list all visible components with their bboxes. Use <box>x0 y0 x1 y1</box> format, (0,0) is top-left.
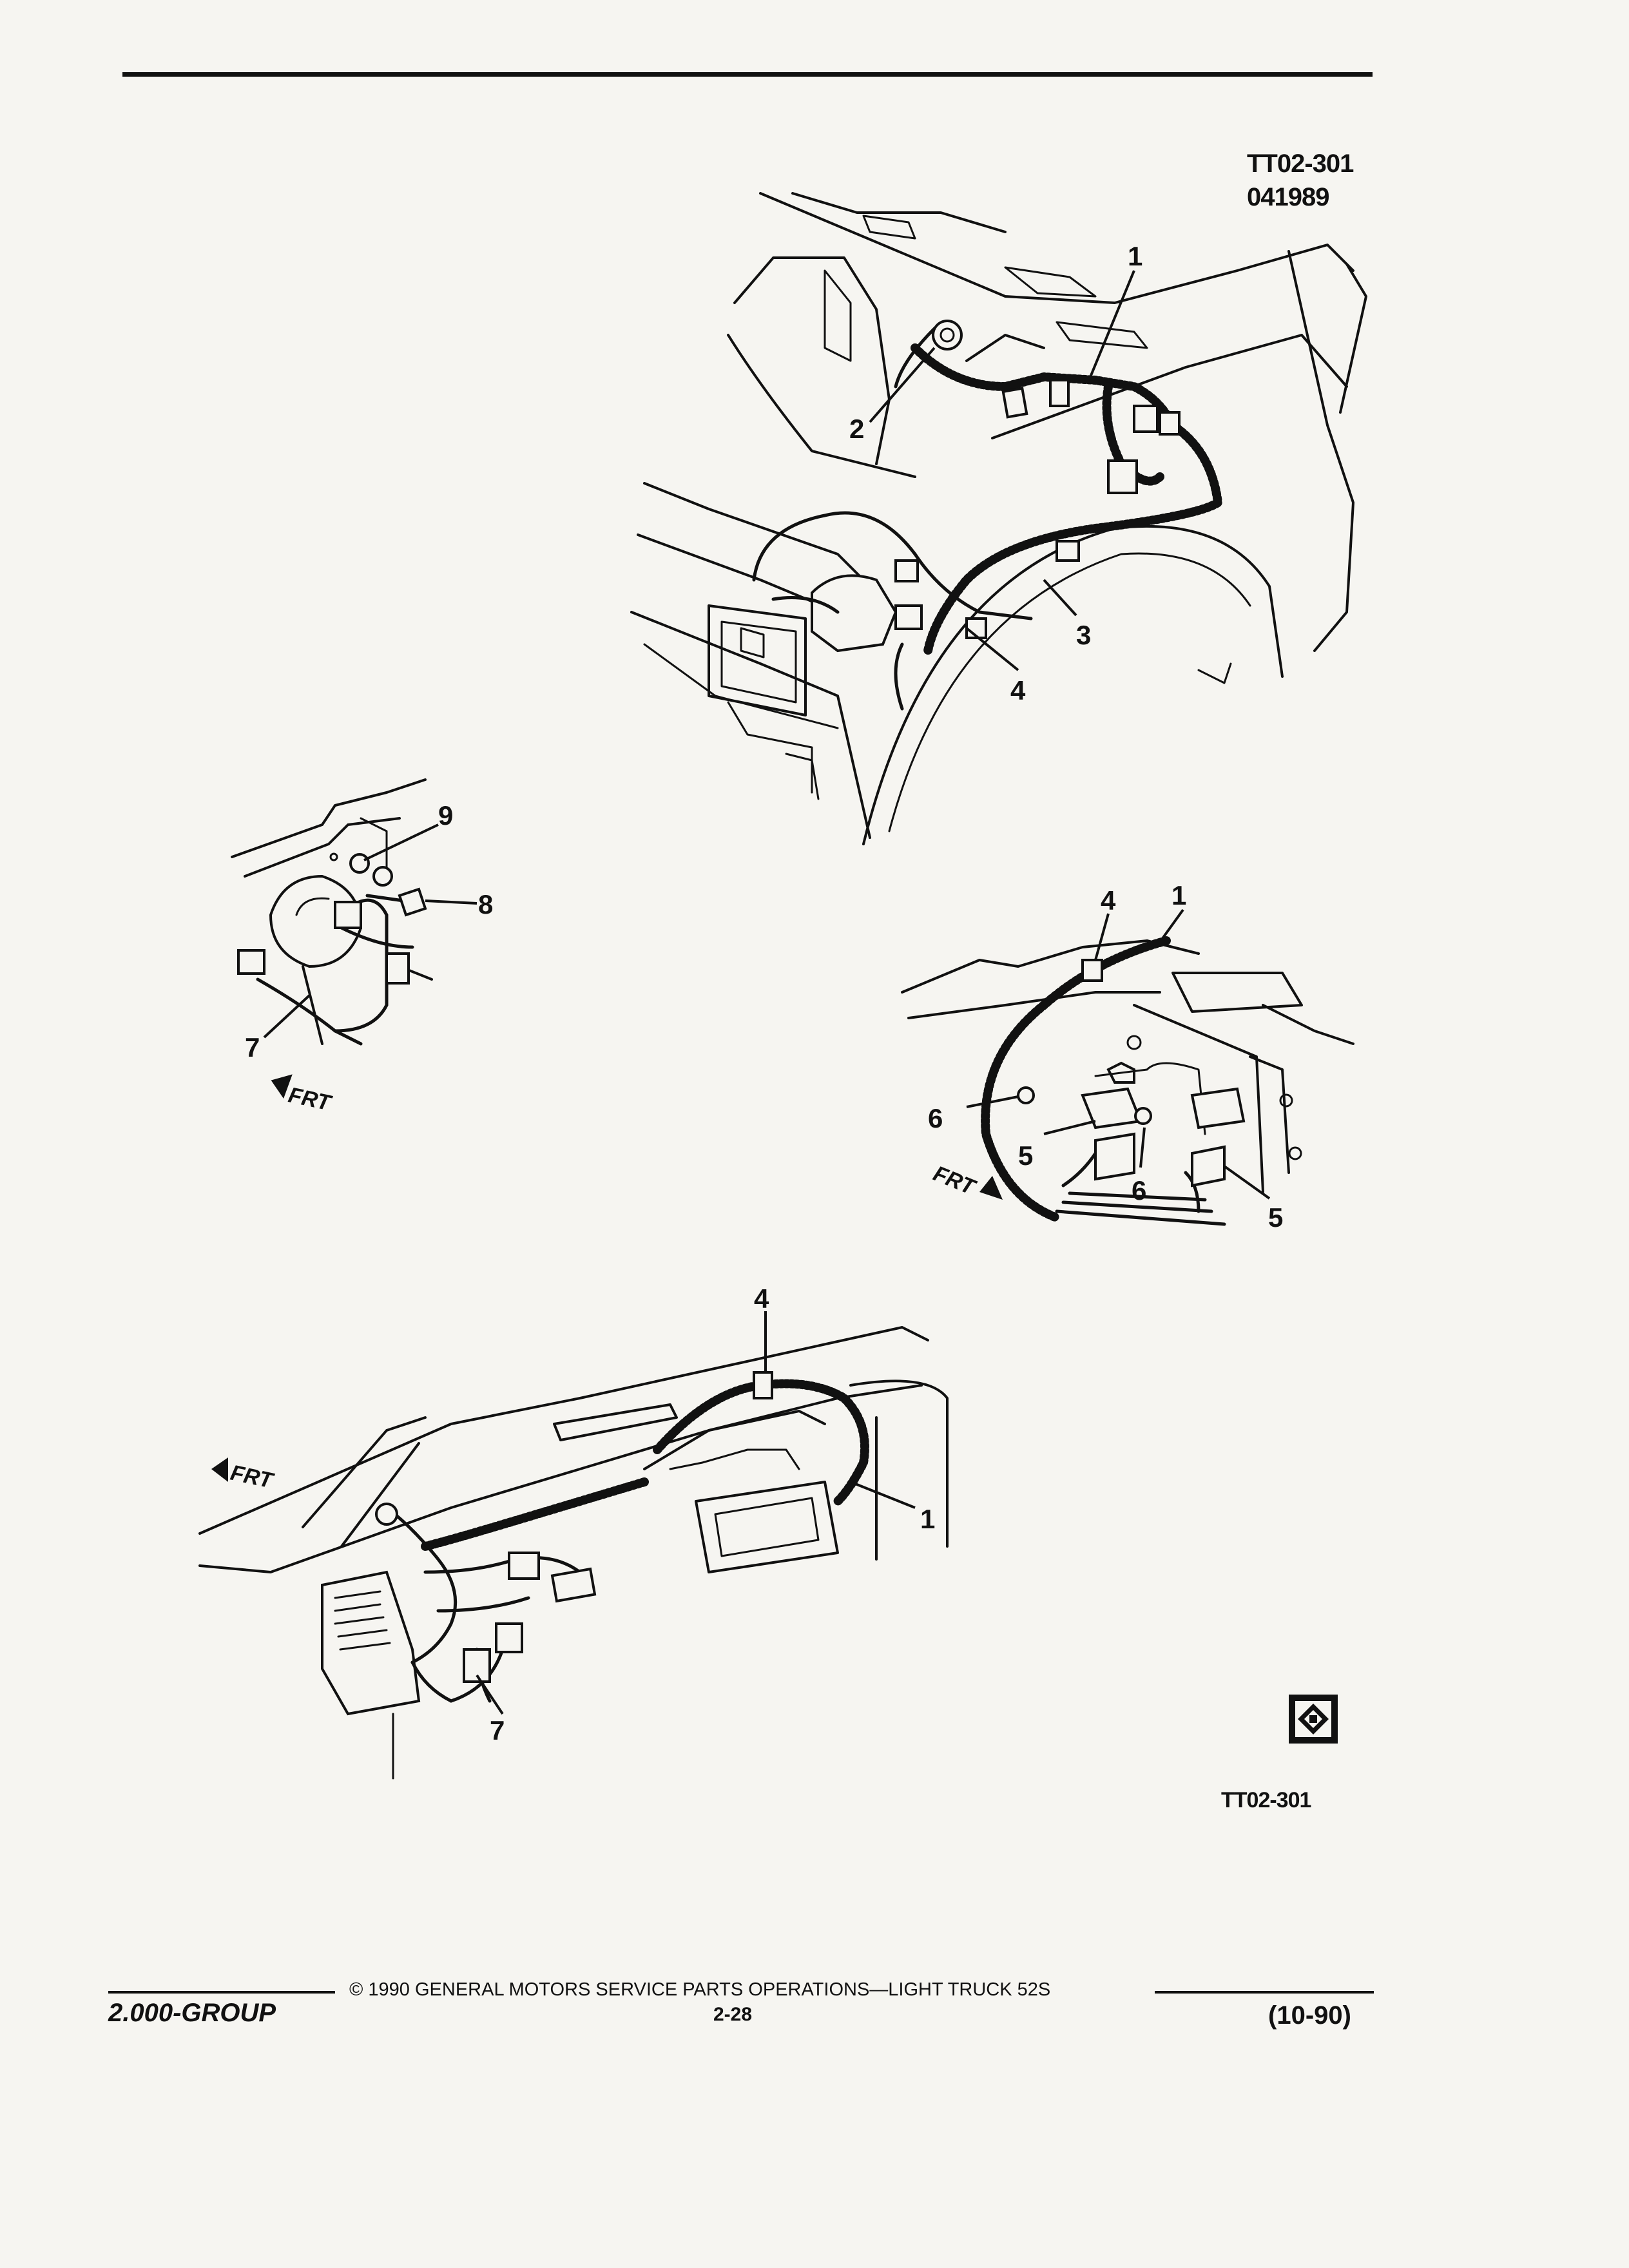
front-direction-label: FRT <box>286 1082 334 1115</box>
footer-rule-left <box>108 1991 335 1994</box>
callout-2: 2 <box>849 414 864 444</box>
group-label: 2.000-GROUP <box>108 1999 276 2027</box>
callout-4: 4 <box>1010 675 1026 706</box>
top-rule <box>122 72 1373 77</box>
figure-code: TT02-301 <box>1247 149 1354 178</box>
copyright-notice: © 1990 GENERAL MOTORS SERVICE PARTS OPER… <box>349 1979 1051 2000</box>
callout-1: 1 <box>1128 241 1142 271</box>
footer-rule-right <box>1155 1991 1374 1994</box>
panel-callout-4: 4 <box>754 1283 769 1314</box>
relay-front-direction-label: FRT <box>930 1161 980 1200</box>
callout-7: 7 <box>245 1032 260 1062</box>
relay-front-arrow-icon <box>979 1176 1003 1200</box>
instrument-panel-view: 4 1 7 FRT <box>198 1283 949 1780</box>
panel-front-arrow-icon <box>211 1457 228 1482</box>
page-number: 2-28 <box>713 2004 753 2025</box>
callout-8: 8 <box>478 889 493 919</box>
relay-callout-1: 1 <box>1171 880 1186 910</box>
relay-callout-5-left: 5 <box>1018 1140 1033 1171</box>
section-logo-icon <box>1289 1695 1338 1744</box>
headlamp-detail-view: 9 8 7 FRT <box>231 778 493 1116</box>
callout-3: 3 <box>1076 620 1091 650</box>
panel-callout-1: 1 <box>920 1504 935 1534</box>
panel-callout-7: 7 <box>490 1715 505 1745</box>
date-code: 041989 <box>1247 183 1329 211</box>
panel-front-direction-label: FRT <box>228 1461 276 1494</box>
callout-9: 9 <box>438 800 453 831</box>
revision-date: (10-90) <box>1268 2001 1351 2030</box>
relay-callout-6-right: 6 <box>1132 1175 1146 1206</box>
relay-callout-4: 4 <box>1101 885 1116 916</box>
relay-detail-view: 4 1 6 5 6 5 FRT <box>901 880 1354 1233</box>
relay-callout-6-left: 6 <box>928 1103 943 1133</box>
front-arrow-icon <box>271 1074 293 1099</box>
footer-figure-code: TT02-301 <box>1221 1788 1311 1812</box>
relay-callout-5-right: 5 <box>1268 1202 1283 1233</box>
engine-compartment-view: 1 2 3 4 <box>630 192 1367 845</box>
